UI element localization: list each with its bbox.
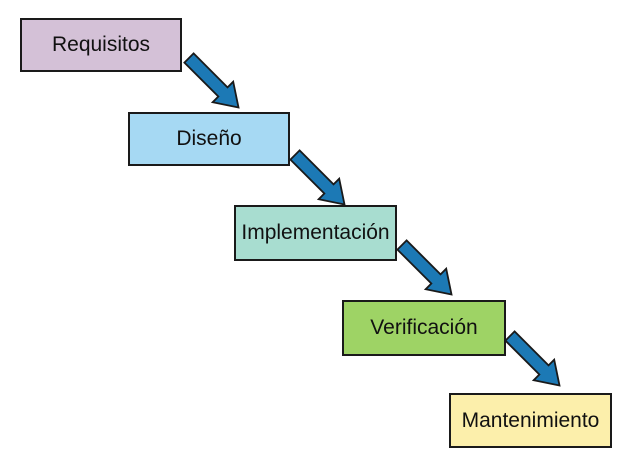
step-box-diseno: Diseño <box>128 112 290 166</box>
step-label-implementacion: Implementación <box>241 221 390 244</box>
down-right-arrow-icon-1 <box>183 52 240 109</box>
step-box-mantenimiento: Mantenimiento <box>449 393 612 448</box>
step-label-diseno: Diseño <box>176 127 242 150</box>
step-box-requisitos: Requisitos <box>20 18 182 72</box>
down-right-arrow-icon-4 <box>504 330 561 387</box>
down-right-arrow-icon-3 <box>396 239 453 296</box>
step-label-mantenimiento: Mantenimiento <box>461 408 600 432</box>
step-box-implementacion: Implementación <box>234 205 397 261</box>
step-label-verificacion: Verificación <box>370 316 478 339</box>
step-box-verificacion: Verificación <box>342 300 506 356</box>
step-label-requisitos: Requisitos <box>51 33 151 56</box>
